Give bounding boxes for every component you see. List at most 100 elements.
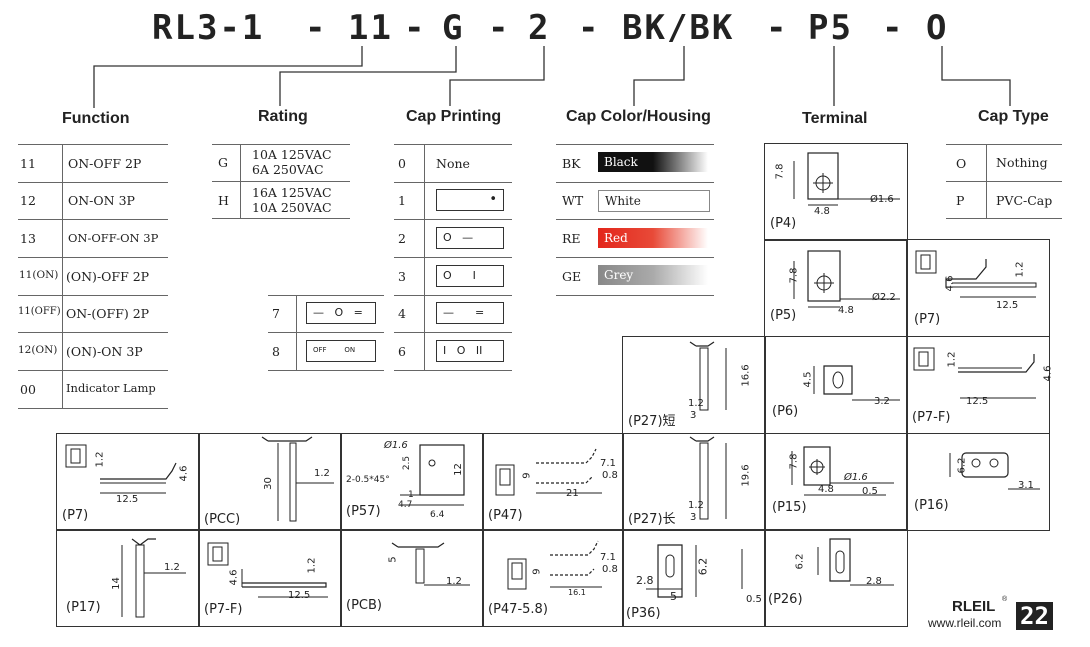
terminal-label: (P57): [346, 504, 381, 519]
terminal-label: (P5): [770, 308, 797, 323]
cap-type-code: P: [956, 193, 965, 208]
color-code: WT: [562, 193, 584, 208]
cap-type-desc: PVC-Cap: [996, 193, 1053, 208]
dim-label: 6.4: [430, 510, 445, 520]
dim-label: 3.2: [874, 396, 890, 407]
dim-label: 4.8: [814, 206, 830, 217]
function-header: Function: [62, 110, 130, 127]
dim-label: 4.8: [838, 305, 854, 316]
brand-reg-mark: ®: [1002, 596, 1008, 603]
cap-print-symbol: — O =: [306, 302, 376, 324]
dim-label: 19.6: [740, 464, 752, 487]
dim-label: 0.5: [746, 594, 762, 605]
dim-label: 9: [521, 472, 533, 479]
dim-label: 7.8: [788, 453, 800, 470]
dim-label: 1.2: [164, 562, 180, 573]
function-desc: (ON)-OFF 2P: [66, 269, 150, 284]
dim-label: Ø1.6: [384, 440, 408, 451]
dim-label: 4.6: [178, 465, 190, 482]
part-code-sep: -: [766, 8, 789, 48]
color-swatch-red: Red: [598, 228, 708, 248]
dim-label: 12.5: [966, 396, 989, 407]
function-desc: ON-OFF-ON 3P: [68, 231, 159, 245]
dim-label: 7.8: [774, 163, 786, 180]
cap-print-code: 1: [398, 193, 406, 208]
part-code-sep: -: [488, 8, 511, 48]
leader-lines: [93, 46, 1011, 108]
part-code-terminal: P5: [808, 8, 853, 48]
page-number: 22: [1016, 602, 1053, 630]
cap-print-code: 6: [398, 344, 406, 359]
cap-print-symbol: O —: [436, 227, 504, 249]
cap-print-none: None: [436, 156, 470, 171]
part-code-cap-type: O: [926, 8, 949, 48]
function-code: 11: [20, 156, 36, 171]
part-code-function: 11: [348, 8, 393, 48]
dim-label: 1.2: [446, 576, 462, 587]
cap-color-header: Cap Color/Housing: [566, 108, 711, 125]
brand-url: www.rleil.com: [928, 616, 1002, 630]
dim-label: 16.6: [740, 364, 752, 387]
dim-label: 12.5: [116, 494, 139, 505]
terminal-label: (P6): [772, 404, 799, 419]
rating-line: 10A 125VAC: [252, 147, 332, 162]
cap-printing-header: Cap Printing: [406, 108, 502, 125]
function-desc: ON-(OFF) 2P: [66, 306, 150, 321]
part-code-cap-printing: 2: [528, 8, 551, 48]
color-code: GE: [562, 269, 582, 284]
dim-label: 7.1: [600, 458, 616, 469]
terminal-label: (PCC): [204, 512, 241, 527]
terminal-label: (P7): [62, 508, 89, 523]
dim-label: 1: [408, 490, 414, 500]
dim-label: 16.1: [568, 588, 586, 597]
function-code: 12(ON): [18, 344, 58, 356]
rating-line: 10A 250VAC: [252, 200, 332, 215]
dim-label: 12: [452, 463, 464, 476]
dim-label: 30: [262, 477, 274, 490]
dim-label: 4.6: [944, 275, 956, 292]
cap-print-code: 2: [398, 231, 406, 246]
rating-header: Rating: [258, 108, 308, 125]
dim-label: 7.1: [600, 552, 616, 563]
cap-print-symbol: I O II: [436, 340, 504, 362]
function-code: 13: [20, 231, 36, 246]
dim-label: 4.6: [1042, 365, 1054, 382]
function-desc: ON-ON 3P: [68, 193, 135, 208]
function-desc: Indicator Lamp: [66, 381, 156, 395]
dim-label: 6.2: [696, 557, 710, 576]
dim-label: 0.8: [602, 470, 618, 481]
dim-label: 1.2: [688, 500, 704, 511]
color-code: RE: [562, 231, 581, 246]
part-code-base: RL3-1: [152, 8, 265, 48]
part-code-sep: -: [578, 8, 601, 48]
terminal-label: (P7-F): [204, 602, 243, 617]
function-desc: ON-OFF 2P: [68, 156, 142, 171]
color-code: BK: [562, 156, 581, 171]
color-swatch-grey: Grey: [598, 265, 708, 285]
dim-label: Ø1.6: [844, 472, 868, 483]
dim-label: 1.2: [94, 451, 106, 468]
dim-label: 12.5: [288, 590, 311, 601]
cap-print-symbol: O I: [436, 265, 504, 287]
cap-type-desc: Nothing: [996, 155, 1048, 170]
part-code-rating: G: [442, 8, 465, 48]
dim-label: 0.8: [602, 564, 618, 575]
cap-print-symbol: OFF ON: [306, 340, 376, 362]
dim-label: 12.5: [996, 300, 1019, 311]
dim-label: 5: [670, 590, 677, 603]
cap-print-symbol: — =: [436, 302, 504, 324]
cap-print-code: 4: [398, 306, 406, 321]
rating-line: 6A 250VAC: [252, 162, 324, 177]
cap-print-code: 0: [398, 156, 406, 171]
terminal-label: (P16): [914, 498, 949, 513]
cap-type-header: Cap Type: [978, 108, 1049, 125]
dim-label: 1.2: [314, 468, 330, 479]
dim-label: 1.2: [306, 557, 318, 574]
terminal-label: (P27)短: [628, 414, 676, 429]
dim-label: 3.1: [1018, 480, 1034, 491]
cap-print-code: 7: [272, 306, 280, 321]
part-code-sep: -: [882, 8, 905, 48]
dim-label: 14: [110, 577, 122, 590]
dim-label: Ø2.2: [872, 292, 896, 303]
terminal-label: (P36): [626, 606, 661, 621]
